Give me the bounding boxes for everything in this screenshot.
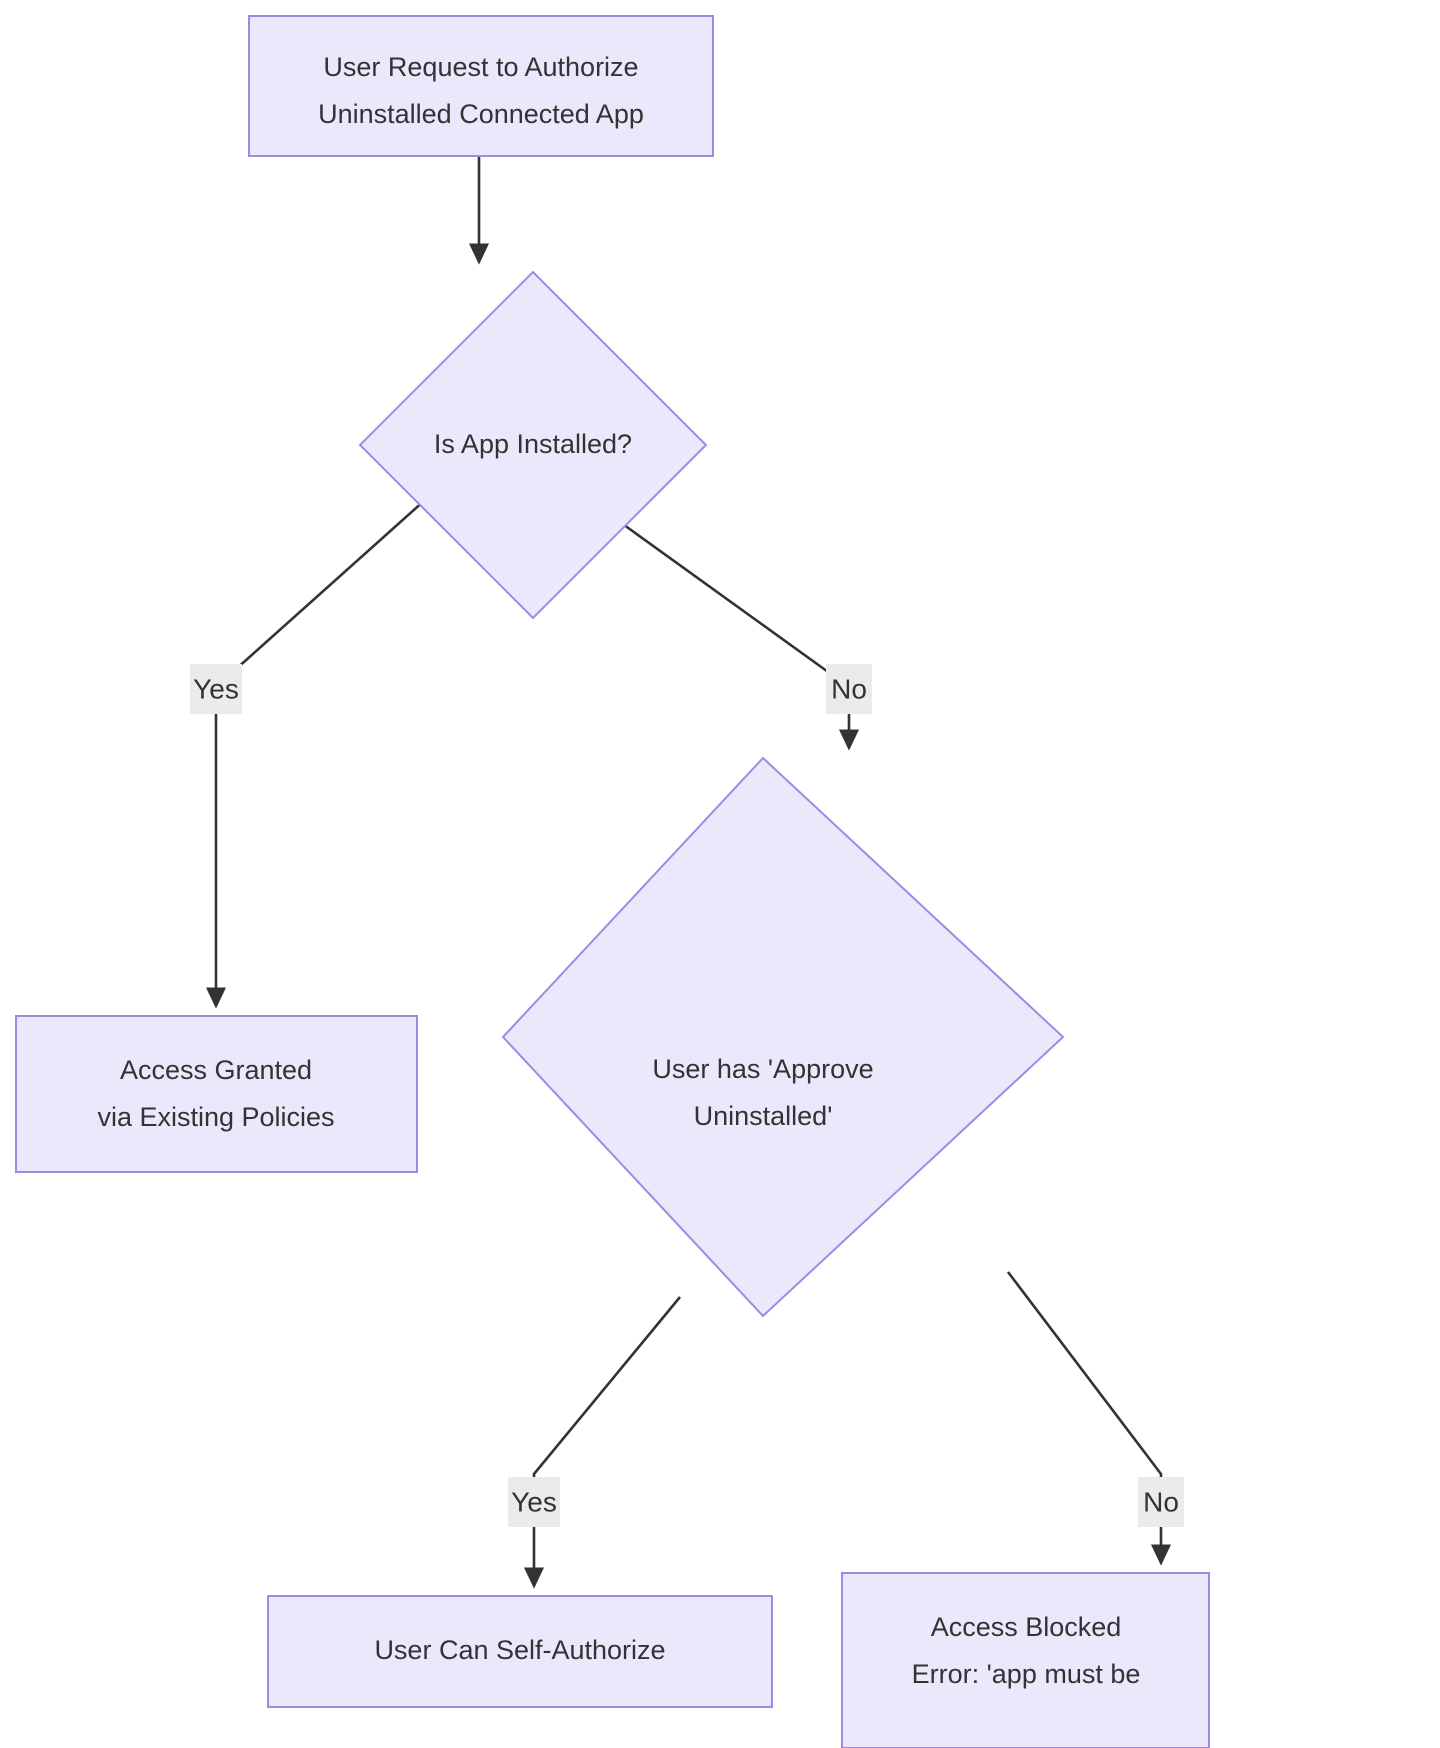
edge-label-background <box>190 664 242 714</box>
edge-label-text: No <box>1143 1486 1179 1517</box>
node-access-blocked[interactable]: Access Blocked Error: 'app must be <box>841 1572 1210 1748</box>
edge-line <box>523 1296 682 1589</box>
node-access-granted[interactable]: Access Granted via Existing Policies <box>15 1015 418 1173</box>
node-has-approve-uninstalled-label-line1: User has 'Approve <box>652 1054 873 1084</box>
node-self-authorize-label: User Can Self-Authorize <box>374 1635 665 1665</box>
node-access-granted-label-line2: via Existing Policies <box>97 1102 334 1132</box>
node-access-blocked-label-line1: Access Blocked <box>931 1612 1122 1642</box>
node-start-shape[interactable] <box>248 15 714 157</box>
node-has-approve-uninstalled-shape[interactable] <box>501 756 1065 1318</box>
edge-is-app-installed-to-has-approve-uninstalled <box>587 497 860 751</box>
edge-label-background <box>508 1477 560 1527</box>
node-start-label-line1: User Request to Authorize <box>323 52 638 82</box>
node-access-granted-label-line1: Access Granted <box>120 1055 312 1085</box>
edge-has-approve-uninstalled-to-access-blocked <box>1006 1271 1172 1566</box>
node-self-authorize-shape[interactable] <box>267 1595 773 1708</box>
edge-label-text: No <box>831 673 867 704</box>
node-has-approve-uninstalled[interactable]: User has 'Approve Uninstalled' <box>501 756 1065 1318</box>
edge-label-yes-approve: Yes <box>508 1477 560 1527</box>
node-is-app-installed[interactable]: Is App Installed? <box>358 270 708 620</box>
node-has-approve-uninstalled-label-line2: Uninstalled' <box>694 1101 833 1131</box>
edge-has-approve-uninstalled-to-self-authorize <box>523 1296 682 1589</box>
node-access-blocked-label-line2: Error: 'app must be <box>912 1659 1141 1689</box>
node-start-label-line2: Uninstalled Connected App <box>318 99 644 129</box>
node-access-granted-shape[interactable] <box>15 1015 418 1173</box>
node-is-app-installed-shape[interactable] <box>358 270 708 620</box>
edge-label-background <box>1138 1477 1184 1527</box>
edge-label-no-approve: No <box>1138 1477 1184 1527</box>
edge-line <box>205 499 426 1009</box>
node-self-authorize[interactable]: User Can Self-Authorize <box>267 1595 773 1708</box>
edge-is-app-installed-to-access-granted <box>205 499 426 1009</box>
node-start[interactable]: User Request to Authorize Uninstalled Co… <box>248 15 714 157</box>
edge-line <box>1006 1271 1172 1566</box>
edge-label-yes-installed: Yes <box>190 664 242 714</box>
edge-label-no-installed: No <box>826 664 872 714</box>
edge-label-text: Yes <box>193 673 239 704</box>
edge-line <box>587 497 860 751</box>
node-access-blocked-shape[interactable] <box>841 1572 1210 1748</box>
edge-label-text: Yes <box>511 1486 557 1517</box>
node-is-app-installed-label: Is App Installed? <box>434 429 632 459</box>
edge-label-background <box>826 664 872 714</box>
